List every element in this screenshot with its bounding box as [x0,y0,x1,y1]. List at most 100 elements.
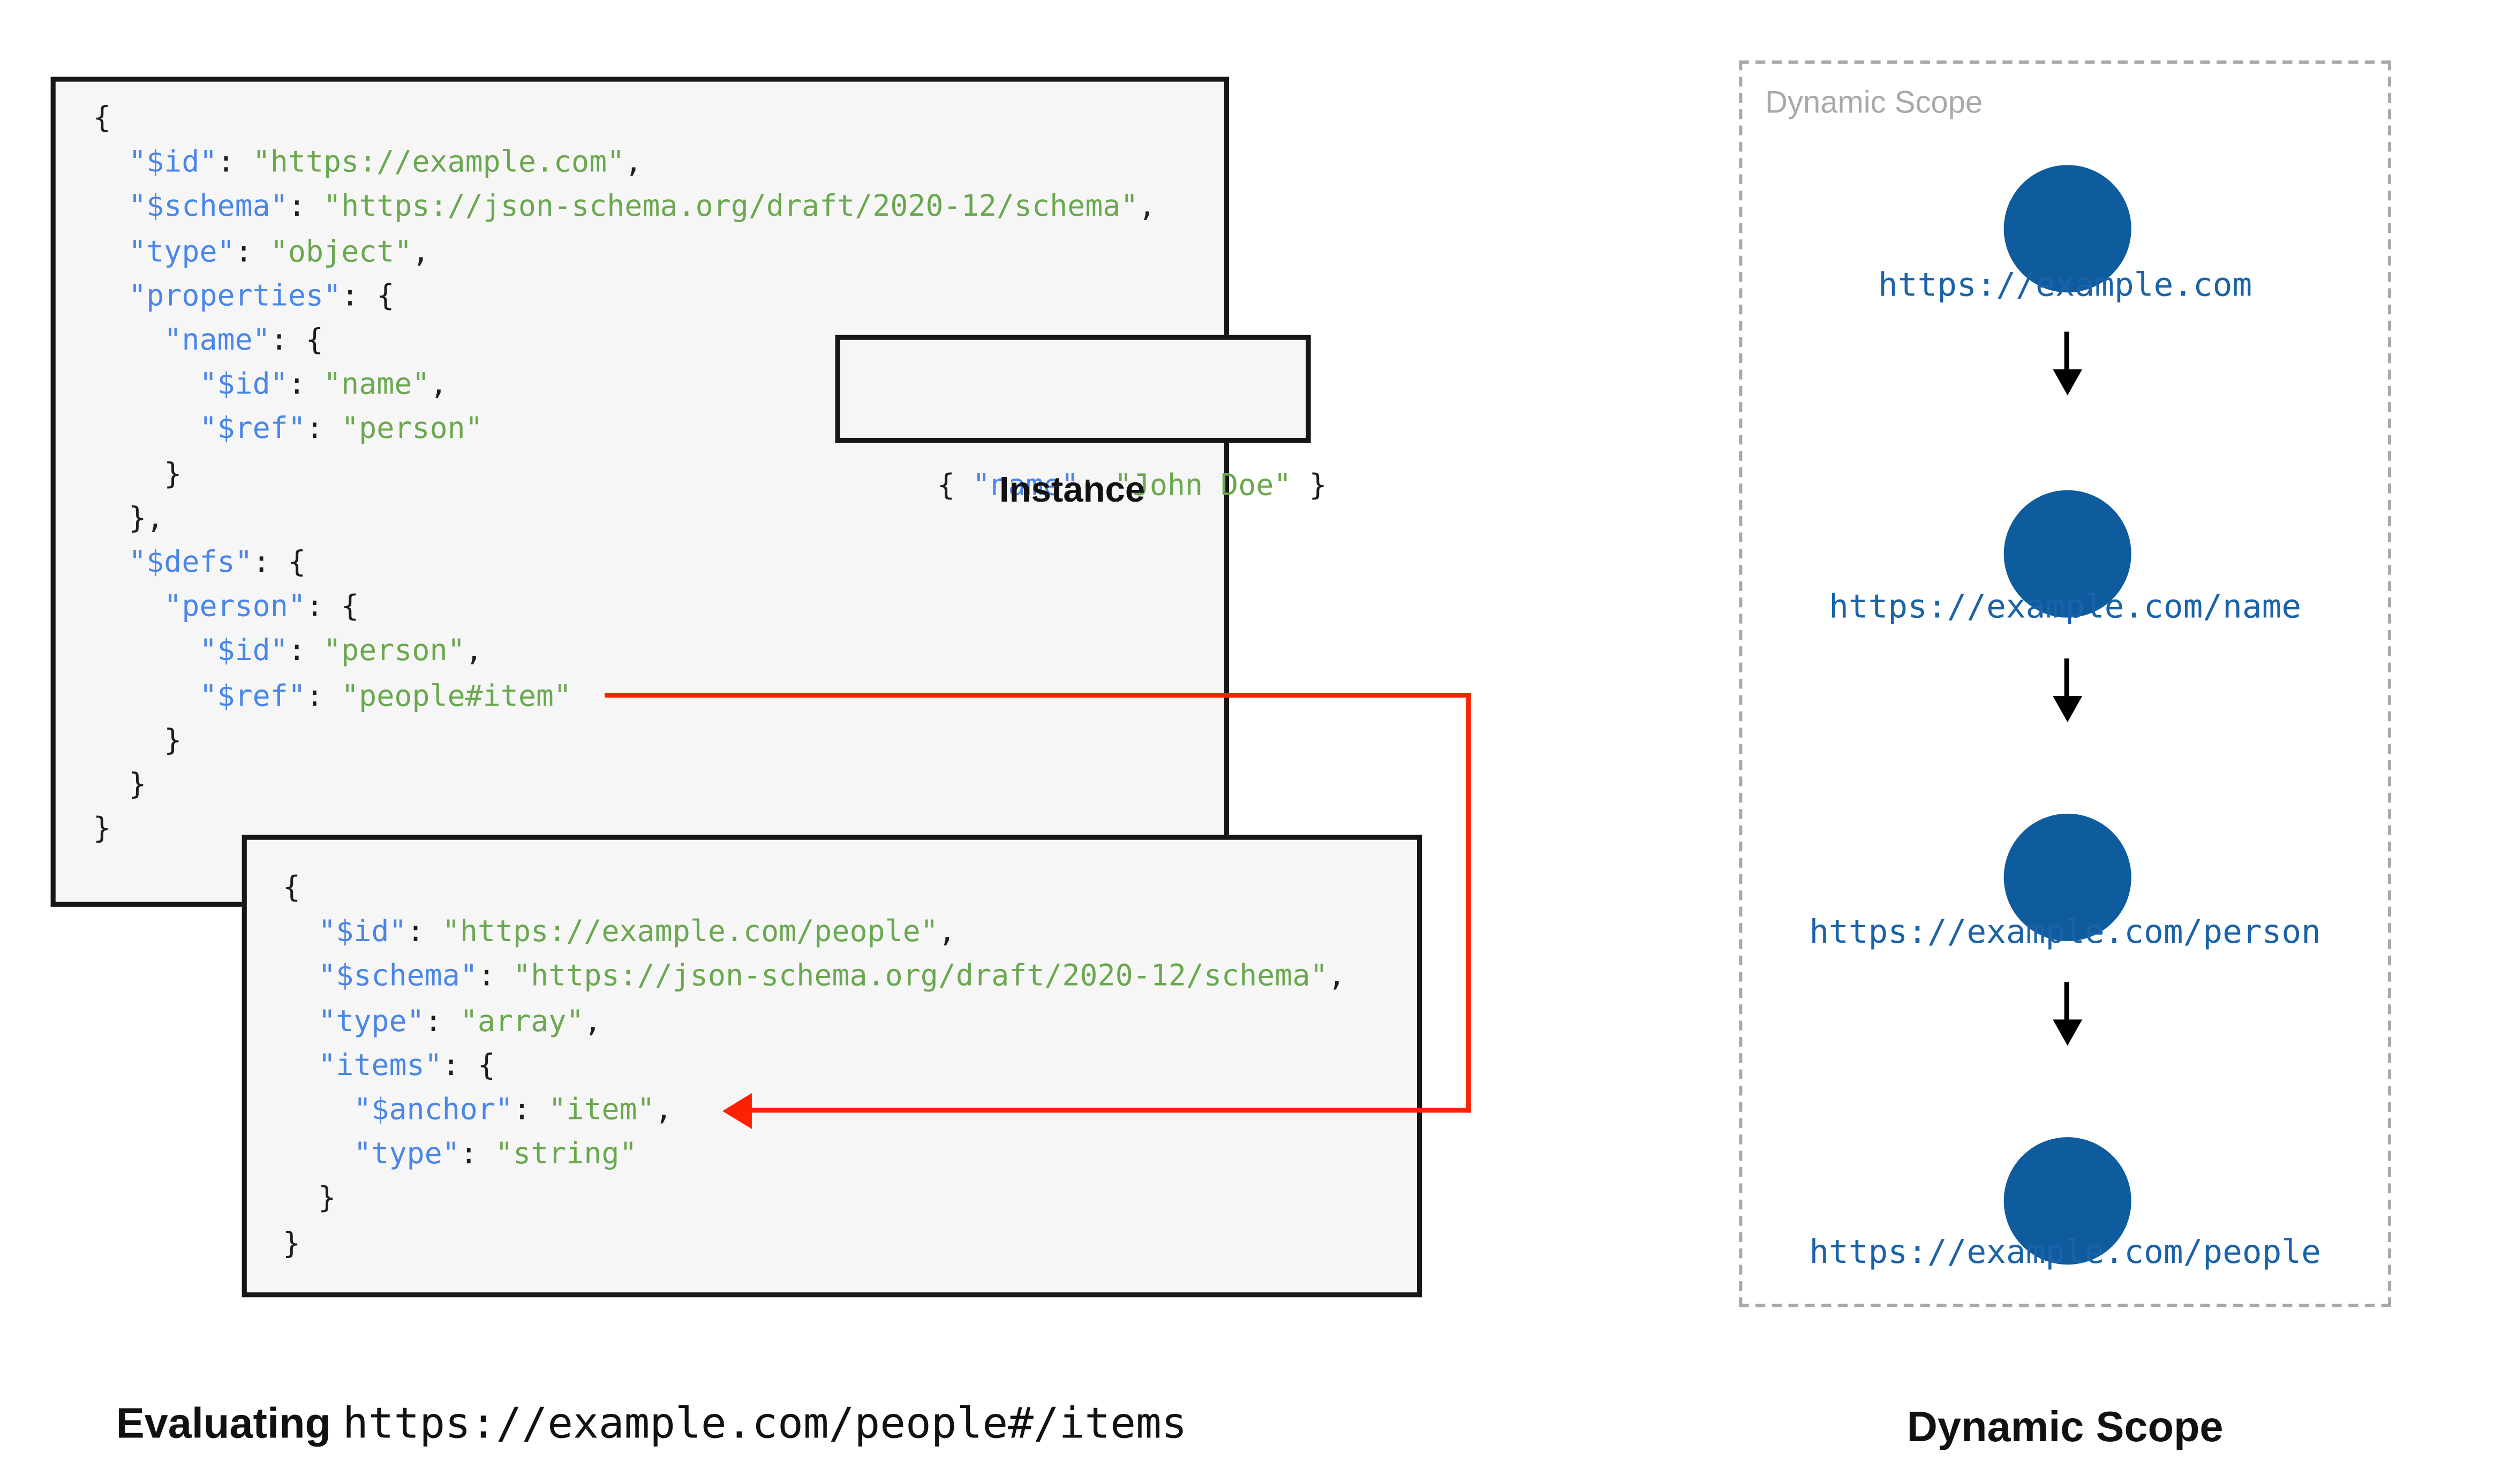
scope-node-circle [2003,813,2131,941]
json-punctuation [93,190,129,224]
json-punctuation: { [282,870,301,905]
code-line: } [93,807,1224,852]
code-line: }, [93,496,1224,541]
json-punctuation [93,279,129,313]
code-line: "$defs": { [93,541,1224,585]
json-string: "name" [323,368,430,403]
json-punctuation: , [654,1093,673,1127]
json-punctuation: } [93,768,147,802]
code-line: "$id": "name", [93,363,1224,407]
dynamic-scope-caption: Dynamic Scope [1906,1402,2224,1451]
json-key: "name" [973,468,1079,503]
code-line: "$ref": "person" [93,407,1224,452]
code-line: "$id": "https://example.com/people", [283,911,1417,955]
json-punctuation [93,234,129,269]
json-punctuation: : [477,959,514,994]
json-punctuation: : [288,368,323,403]
json-punctuation [93,368,199,402]
json-punctuation: : [513,1093,549,1127]
json-punctuation: : [1079,468,1114,503]
json-string: "item" [548,1093,655,1127]
schema-box-root: { "$id": "https://example.com", "$schema… [50,77,1230,907]
code-line: "person": { [93,585,1224,630]
json-punctuation: : { [305,590,359,625]
json-key: "$schema" [318,959,478,994]
code-line: { [283,866,1417,911]
code-line: "$schema": "https://json-schema.org/draf… [283,955,1417,1000]
ref-arrow-line-vertical [1466,693,1471,1113]
json-punctuation: }, [93,501,164,536]
json-string: "people#item" [341,679,572,714]
json-punctuation: } [93,723,182,758]
json-string: "object" [270,234,412,269]
json-punctuation: : [288,634,323,669]
json-punctuation: } [282,1226,301,1261]
json-punctuation: : [424,1004,460,1039]
flow-arrow-shaft [2064,658,2069,696]
code-line: "name": { [93,319,1224,363]
json-punctuation: , [584,1004,602,1039]
json-punctuation: : [459,1137,495,1172]
scope-node-url: https://example.com/person [1809,911,2321,951]
json-key: "person" [164,590,306,625]
json-key: "type" [353,1137,460,1172]
json-key: "type" [129,234,235,269]
code-line: "$id": "https://example.com", [93,141,1224,185]
json-string: "https://example.com" [252,146,625,180]
scope-node-circle [2003,165,2131,293]
flow-arrow-shaft [2064,331,2069,369]
json-punctuation: : { [270,323,323,358]
json-punctuation [93,323,164,358]
scope-node-url: https://example.com [1878,264,2252,304]
code-line: "properties": { [93,274,1224,319]
json-key: "properties" [129,279,342,314]
json-punctuation: : { [252,546,306,580]
code-line: } [93,763,1224,807]
json-string: "person" [341,412,483,447]
json-punctuation: , [624,146,643,180]
json-key: "items" [318,1048,442,1083]
json-punctuation [93,634,199,669]
dynamic-scope-watermark: Dynamic Scope [1765,86,1983,121]
code-line: "items": { [283,1044,1417,1088]
json-string: "John Doe" [1114,468,1292,503]
instance-box: { "name": "John Doe" } [835,335,1327,503]
json-punctuation [93,146,129,180]
code-line: "$schema": "https://json-schema.org/draf… [93,185,1224,230]
json-key: "$id" [199,634,288,669]
json-punctuation: : [288,190,324,225]
json-key: "$defs" [129,546,253,580]
json-punctuation: : [406,915,442,950]
json-punctuation: } [1291,468,1327,503]
scope-node-url: https://example.com/name [1829,586,2302,626]
json-punctuation: } [282,1182,336,1216]
json-punctuation [283,1093,353,1127]
flow-arrowhead-icon [2053,369,2083,396]
json-key: "$id" [129,146,217,180]
json-punctuation [93,590,164,624]
json-string: "person" [323,634,465,669]
code-line: "$ref": "people#item" [93,674,1224,718]
json-punctuation: : [305,412,342,447]
code-line: } [283,1222,1417,1266]
schema-code-root: { "$id": "https://example.com", "$schema… [56,82,1224,852]
ref-arrow-line-bottom [748,1108,1471,1113]
ref-arrowhead-icon [722,1093,752,1129]
json-key: "$schema" [129,190,288,225]
json-punctuation: { [937,468,973,503]
json-punctuation: } [93,457,182,491]
schema-code-people: { "$id": "https://example.com/people", "… [247,840,1417,1266]
json-punctuation: : [235,234,270,269]
evaluating-caption-bold: Evaluating [116,1398,343,1448]
code-line: { [93,96,1224,141]
scope-node-url: https://example.com/people [1809,1232,2321,1271]
json-punctuation [93,546,129,580]
flow-arrowhead-icon [2053,1019,2083,1046]
json-string: "array" [459,1004,584,1039]
json-punctuation [283,1138,353,1172]
json-key: "type" [318,1004,425,1039]
scope-node-circle [2003,1137,2131,1265]
json-punctuation [93,412,199,446]
json-punctuation: : [305,679,342,714]
